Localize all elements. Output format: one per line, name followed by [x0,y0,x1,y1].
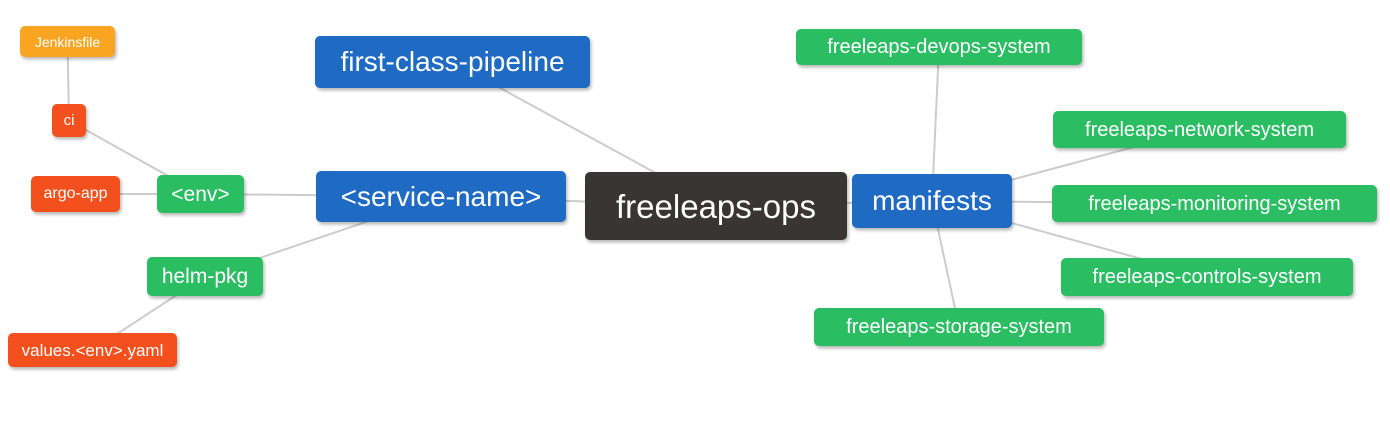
mindmap-node-argo-app[interactable]: argo-app [31,176,120,212]
mindmap-node-freeleaps-controls-system[interactable]: freeleaps-controls-system [1061,258,1353,296]
mindmap-node-freeleaps-devops-system[interactable]: freeleaps-devops-system [796,29,1082,65]
mindmap-node-freeleaps-network-system[interactable]: freeleaps-network-system [1053,111,1346,148]
mindmap-node-first-class-pipeline[interactable]: first-class-pipeline [315,36,590,88]
mindmap-node-freeleaps-storage-system[interactable]: freeleaps-storage-system [814,308,1104,346]
mindmap-node-values-env-yaml[interactable]: values.<env>.yaml [8,333,177,367]
mindmap-node-manifests[interactable]: manifests [852,174,1012,228]
mindmap-node-freeleaps-monitoring-system[interactable]: freeleaps-monitoring-system [1052,185,1377,222]
mindmap-node-env[interactable]: <env> [157,175,244,213]
mindmap-node-freeleaps-ops[interactable]: freeleaps-ops [585,172,847,240]
mindmap-node-service-name[interactable]: <service-name> [316,171,566,222]
mindmap-node-helm-pkg[interactable]: helm-pkg [147,257,263,296]
mindmap-node-ci[interactable]: ci [52,104,86,137]
mindmap-node-jenkinsfile[interactable]: Jenkinsfile [20,26,115,57]
